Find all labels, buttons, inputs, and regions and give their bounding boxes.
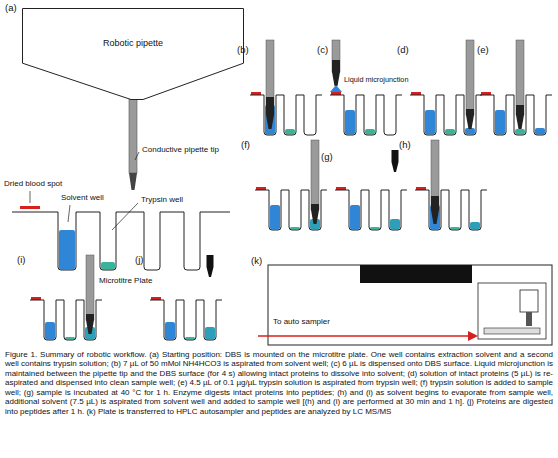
well-liquid [205, 327, 215, 340]
panel-letter: (e) [476, 45, 490, 55]
panel-letter: (c) [316, 45, 329, 55]
head-shape [23, 9, 244, 100]
pipette-tip [86, 320, 94, 334]
well-liquid [185, 337, 195, 340]
part-label: Liquid microjunction [343, 76, 410, 84]
sampler-arm [520, 290, 538, 312]
well-liquid [290, 227, 300, 230]
pipette-liquid [466, 109, 474, 115]
well-liquid [59, 230, 75, 270]
part-label: Trypsin well [140, 196, 184, 205]
well-liquid [365, 129, 375, 135]
pipette-raised [207, 255, 214, 277]
panel-letter: (g) [320, 152, 334, 162]
microtitre-plate [250, 95, 322, 135]
pipette-tip [266, 115, 274, 129]
microtitre-plate [335, 190, 407, 230]
panel-letter: (a) [4, 3, 18, 13]
part-label: Microtitre Plate [98, 277, 153, 286]
autosampler-bay [478, 283, 546, 339]
microtitre-plate [415, 190, 487, 230]
dried-blood-spot [20, 206, 40, 209]
part-label: To auto sampler [272, 318, 331, 327]
pipette-tip [332, 72, 340, 86]
pipette-shaft [86, 255, 94, 320]
hplc-instrument [268, 265, 552, 345]
well-liquid [65, 337, 75, 340]
well-liquid [495, 110, 505, 135]
panel-letter: (h) [398, 140, 412, 150]
pipette-shaft [311, 140, 319, 210]
microtitre-plate [150, 300, 222, 340]
node-text: Robotic pipette [22, 8, 244, 48]
well-liquid [165, 322, 175, 340]
arrow-head [468, 331, 478, 341]
conductive-tip [129, 173, 137, 190]
panel-letter: (d) [396, 45, 410, 55]
pipette-tip [516, 115, 524, 129]
pipette-liquid [86, 314, 94, 320]
well-liquid [370, 227, 380, 230]
well-liquid [390, 219, 400, 230]
well-liquid [515, 129, 525, 135]
pipette-liquid [516, 105, 524, 115]
pipette-liquid [311, 204, 319, 210]
pipette-tip [311, 210, 319, 224]
pipette-tip [431, 210, 439, 224]
well-liquid [425, 110, 435, 135]
pipette-liquid [266, 97, 274, 115]
liquid-microjunction [330, 85, 342, 92]
leader-line [30, 191, 31, 203]
pipette-liquid [332, 60, 340, 72]
well-liquid [270, 205, 280, 230]
pipette-shaft [129, 99, 137, 173]
pipette-tip [466, 115, 474, 129]
plate-tray [484, 328, 540, 334]
well-liquid [350, 205, 360, 230]
well-liquid [445, 129, 455, 135]
panel-letter: (j) [134, 255, 144, 265]
well-liquid [45, 322, 55, 340]
pipette-shaft [332, 40, 340, 72]
microtitre-plate [12, 212, 230, 270]
panel-letter: (i) [16, 255, 26, 265]
pipette-shaft [466, 40, 474, 115]
head-outline [22, 8, 244, 100]
pipette-raised [392, 150, 399, 172]
well-liquid [470, 222, 480, 230]
well-liquid [535, 128, 545, 135]
well-liquid [101, 262, 115, 270]
instrument-top [360, 265, 472, 283]
well-liquid [450, 227, 460, 230]
microtitre-plate [330, 95, 402, 135]
pipette-shaft [431, 140, 439, 210]
sampler-needle [526, 312, 532, 326]
well-liquid [345, 110, 355, 135]
pipette-liquid [431, 196, 439, 210]
part-label: Solvent well [60, 194, 105, 203]
pipette-shaft [516, 40, 524, 115]
panel-letter: (f) [240, 140, 251, 150]
well-liquid [285, 129, 295, 135]
leader-line [135, 152, 139, 160]
figure-caption: Figure 1. Summary of robotic workflow. (… [5, 350, 553, 416]
panel-letter: (k) [250, 256, 263, 266]
leader-line [68, 205, 70, 222]
transfer-arrow [258, 335, 470, 337]
part-label: Dried blood spot [3, 180, 63, 189]
part-label: Conductive pipette tip [141, 146, 220, 155]
pipette-head: Robotic pipette [22, 8, 244, 100]
pipette-shaft [266, 40, 274, 115]
panel-letter: (b) [236, 45, 250, 55]
